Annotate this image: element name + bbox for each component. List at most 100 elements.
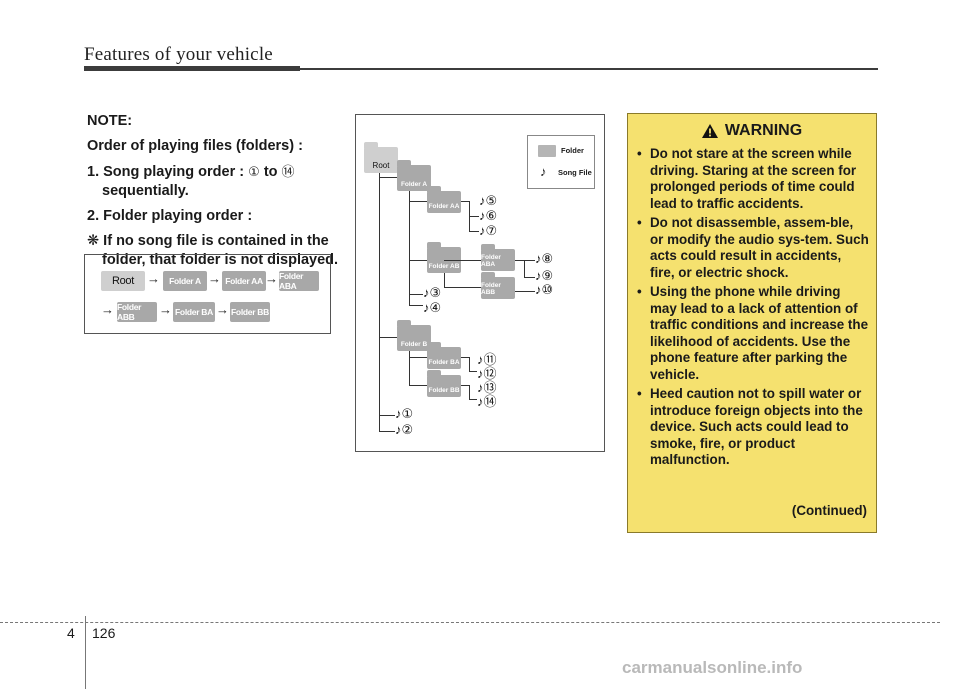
note-heading: NOTE: [87, 113, 133, 129]
song-file-5: ♪⑤ [479, 193, 498, 208]
tree-line [379, 415, 395, 416]
watermark: carmanualsonline.info [622, 658, 803, 677]
song-file-1: ♪① [395, 406, 414, 421]
footer-divider [85, 616, 86, 689]
tree-line [469, 385, 470, 399]
song-file-14: ♪⑭ [477, 394, 497, 409]
tree-line [379, 177, 397, 178]
note-song-from: ① [248, 164, 260, 179]
warning-heading: WARNING [628, 122, 876, 140]
note-song-to-word: to [263, 164, 278, 180]
tree-folder-bb: Folder BB [427, 370, 461, 397]
tree-folder-abb: Folder ABB [481, 272, 515, 299]
tree-line [469, 231, 479, 232]
tree-legend: Folder ♪ Song File [527, 135, 595, 189]
tree-line [379, 173, 380, 431]
order-chip-folder-aba: Folder ABA [279, 271, 319, 291]
footer-rule [0, 622, 940, 623]
legend-song-label: Song File [558, 168, 592, 177]
tree-folder-aba: Folder ABA [481, 244, 515, 271]
note-song-order-label: 1. Song playing order : [87, 164, 245, 180]
order-chip-folder-aa: Folder AA [222, 271, 266, 291]
folder-tree-diagram: Folder ♪ Song File Root Folder A Folder … [355, 114, 605, 452]
song-file-7: ♪⑦ [479, 223, 498, 238]
page-header-title: Features of your vehicle [84, 44, 273, 65]
legend-song-icon: ♪ [540, 164, 547, 179]
order-chip-folder-bb: Folder BB [230, 302, 270, 322]
tree-line [461, 385, 469, 386]
tree-line [409, 305, 423, 306]
warning-item: Do not disassemble, assem-ble, or modify… [637, 215, 869, 281]
tree-line [444, 260, 481, 261]
song-file-10: ♪⑩ [535, 282, 554, 297]
song-file-4: ♪④ [423, 300, 442, 315]
tree-folder-b: Folder B [397, 320, 431, 351]
footer-page-number: 126 [92, 625, 116, 641]
order-arrow: → [101, 302, 114, 317]
tree-line [461, 201, 469, 202]
note-line-order: Order of playing files (folders) : [87, 138, 303, 154]
tree-line [444, 273, 445, 287]
legend-folder-icon [538, 145, 556, 157]
tree-line [409, 260, 427, 261]
note-song-order: 1. Song playing order : ① to ⑭ sequentia… [87, 162, 343, 201]
tree-line [409, 294, 423, 295]
order-arrow: → [208, 271, 221, 286]
order-arrow: → [147, 271, 160, 286]
tree-line [469, 399, 477, 400]
tree-line [469, 371, 477, 372]
note-song-to: ⑭ [281, 164, 295, 179]
song-file-13: ♪⑬ [477, 380, 497, 395]
note-section: NOTE: Order of playing files (folders) :… [87, 112, 343, 276]
song-file-9: ♪⑨ [535, 268, 554, 283]
warning-item: Heed caution not to spill water or intro… [637, 386, 869, 469]
tree-line [409, 357, 427, 358]
order-chip-folder-ba: Folder BA [173, 302, 215, 322]
song-file-11: ♪⑪ [477, 352, 497, 367]
legend-folder-label: Folder [561, 146, 584, 155]
header-rule-thin [300, 68, 878, 70]
footer-chapter-number: 4 [67, 625, 75, 641]
tree-folder-a: Folder A [397, 160, 431, 191]
tree-folder-ba: Folder BA [427, 342, 461, 369]
warning-triangle-icon [701, 124, 718, 138]
order-arrow: → [159, 302, 172, 317]
tree-line [461, 357, 469, 358]
tree-line [409, 191, 410, 305]
warning-list: Do not stare at the screen while driving… [637, 146, 869, 472]
tree-line [469, 216, 479, 217]
tree-line [409, 201, 427, 202]
warning-continued: (Continued) [791, 503, 867, 518]
tree-line [469, 357, 470, 371]
note-empty-folder-line2: folder, that folder is not displayed. [102, 252, 339, 268]
warning-box: WARNING Do not stare at the screen while… [627, 113, 877, 533]
song-file-6: ♪⑥ [479, 208, 498, 223]
song-file-3: ♪③ [423, 285, 442, 300]
song-file-2: ♪② [395, 422, 414, 437]
note-empty-folder-line1: ❋ If no song file is contained in the [87, 233, 329, 249]
order-chip-folder-abb: Folder ABB [117, 302, 157, 322]
note-sequentially: sequentially. [102, 183, 189, 199]
tree-line [515, 291, 535, 292]
tree-line [524, 277, 535, 278]
header-rule-thick [84, 66, 300, 71]
note-empty-folder: ❋ If no song file is contained in the fo… [87, 232, 343, 270]
folder-order-diagram: Root → Folder A → Folder AA → Folder ABA… [84, 254, 331, 334]
tree-folder-aa: Folder AA [427, 186, 461, 213]
warning-item: Using the phone while driving may lead t… [637, 284, 869, 383]
tree-line [379, 337, 397, 338]
tree-line [409, 385, 427, 386]
tree-line [524, 260, 525, 277]
tree-line [379, 431, 395, 432]
tree-line [444, 287, 481, 288]
tree-line [515, 260, 535, 261]
order-arrow: → [265, 271, 278, 286]
order-arrow: → [216, 302, 229, 317]
song-file-8: ♪⑧ [535, 251, 554, 266]
tree-line [409, 351, 410, 385]
warning-item: Do not stare at the screen while driving… [637, 146, 869, 212]
order-chip-folder-a: Folder A [163, 271, 207, 291]
order-chip-root: Root [101, 271, 145, 291]
note-folder-order: 2. Folder playing order : [87, 208, 253, 224]
tree-folder-root: Root [364, 142, 398, 173]
